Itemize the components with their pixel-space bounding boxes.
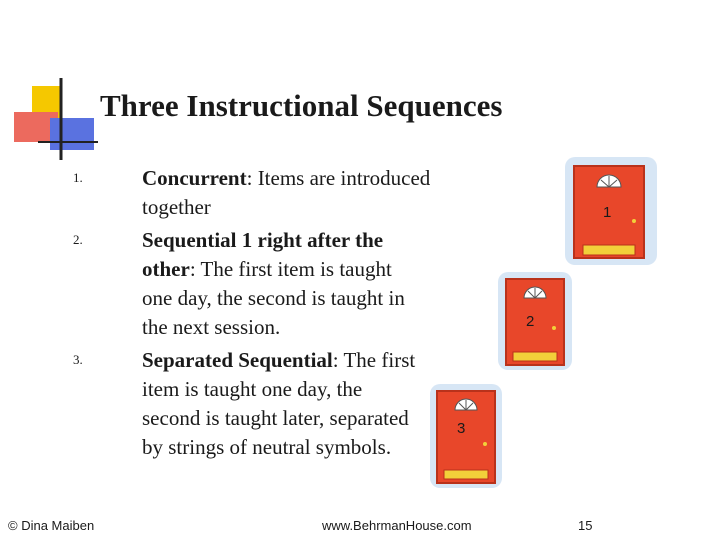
list-item-description: : The first item is taught one day, the … bbox=[142, 257, 405, 339]
list-item-term: Concurrent bbox=[142, 166, 247, 190]
list-number: 1. bbox=[73, 170, 83, 185]
door-number: 2 bbox=[526, 313, 535, 330]
footer-copyright: © Dina Maiben bbox=[8, 518, 95, 533]
list-item-text: Sequential 1 right after the other: The … bbox=[142, 226, 422, 342]
door-icon bbox=[498, 272, 572, 370]
list-item-description: : The first item is taught one day, the … bbox=[142, 348, 416, 459]
door-2-illustration: 2 bbox=[496, 270, 574, 372]
footer-website: www.BehrmanHouse.com bbox=[322, 518, 472, 533]
list-item: 2. Sequential 1 right after the other: T… bbox=[60, 226, 440, 342]
sequence-list: 1. Concurrent: Items are introduced toge… bbox=[60, 164, 440, 462]
list-number: 3. bbox=[73, 352, 83, 367]
slide-title: Three Instructional Sequences bbox=[100, 88, 503, 123]
door-number: 3 bbox=[457, 420, 466, 437]
list-item: 3. Separated Sequential: The first item … bbox=[60, 346, 440, 462]
door-3-illustration: 3 bbox=[428, 382, 504, 490]
decorative-corner-shapes bbox=[14, 78, 98, 160]
door-1-illustration: 1 bbox=[563, 155, 659, 267]
list-number: 2. bbox=[73, 232, 83, 247]
door-icon bbox=[430, 384, 502, 488]
page-number: 15 bbox=[578, 518, 593, 533]
list-item: 1. Concurrent: Items are introduced toge… bbox=[60, 164, 440, 222]
list-item-text: Separated Sequential: The first item is … bbox=[142, 346, 417, 462]
list-item-text: Concurrent: Items are introduced togethe… bbox=[142, 164, 440, 222]
list-item-term: Sequential 1 right after the other bbox=[142, 228, 384, 281]
door-icon bbox=[565, 157, 657, 265]
list-item-description: : Items are introduced together bbox=[142, 166, 431, 219]
door-number: 1 bbox=[603, 204, 612, 221]
list-item-term: Separated Sequential bbox=[142, 348, 333, 372]
